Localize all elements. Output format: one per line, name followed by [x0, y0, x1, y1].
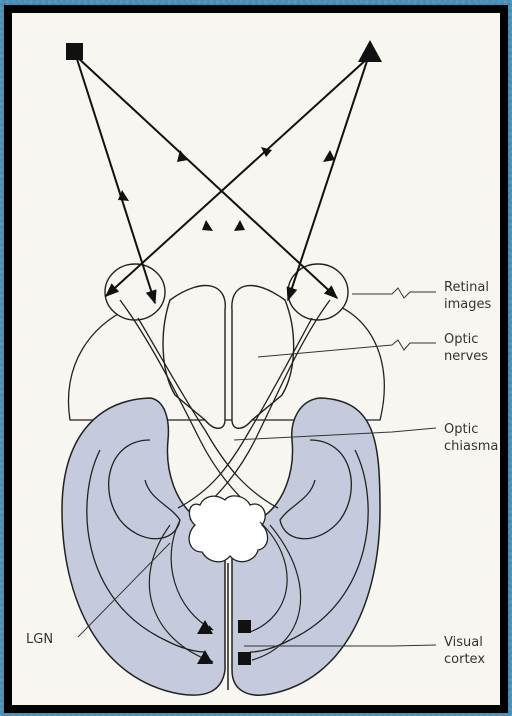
square-stimulus	[66, 43, 83, 60]
visual-cortex-label: Visual cortex	[444, 634, 485, 668]
diagram-page: Retinal images Optic nerves Optic chiasm…	[12, 13, 500, 705]
cortex-square-upper	[238, 620, 251, 633]
lgn-label: LGN	[26, 631, 53, 648]
optic-chiasma-label: Optic chiasma	[444, 421, 498, 455]
cortex-square-lower	[238, 652, 251, 665]
lgn-blob	[189, 496, 267, 562]
triangle-stimulus	[358, 40, 382, 62]
retinal-images-label: Retinal images	[444, 279, 491, 313]
visual-pathway-diagram	[12, 13, 500, 705]
left-eye	[105, 264, 165, 320]
optic-nerves-label: Optic nerves	[444, 331, 488, 365]
